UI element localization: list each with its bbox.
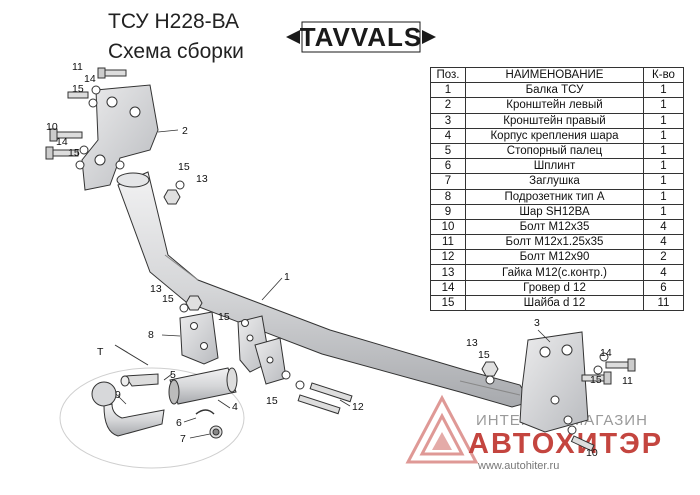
bolt-group-right xyxy=(570,358,636,452)
callout-9: 9 xyxy=(115,389,121,401)
watermark-line2: АВТОХИТЭР xyxy=(468,428,664,460)
callout-11: 11 xyxy=(72,61,83,73)
callout-4: 4 xyxy=(232,401,238,413)
callout-13a: 13 xyxy=(196,173,208,185)
callout-10c: 10 xyxy=(586,447,598,459)
col-name: НАИМЕНОВАНИЕ xyxy=(465,66,644,84)
center-bracket xyxy=(237,315,287,385)
callout-7: 7 xyxy=(180,433,186,445)
cell-qty: 4 xyxy=(643,264,684,281)
long-bolts xyxy=(297,382,353,415)
cell-name: Болт М12х35 xyxy=(465,218,644,236)
tow-beam xyxy=(116,171,531,408)
callout-11b: 11 xyxy=(622,375,633,387)
ball-mount-group xyxy=(59,344,245,469)
callout-T: Т xyxy=(97,346,104,358)
cell-name: Шар SH12ВА xyxy=(465,203,644,220)
cell-name: Стопорный палец xyxy=(465,142,644,160)
callout-14b: 14 xyxy=(56,136,68,148)
bolt-group-top-left xyxy=(45,67,127,170)
callout-3: 3 xyxy=(534,317,540,329)
callout-15: 15 xyxy=(72,83,84,95)
callout-2: 2 xyxy=(182,125,188,137)
svg-text:TAVVALS: TAVVALS xyxy=(300,22,423,52)
model-title: ТСУ Н228-ВА xyxy=(108,10,239,33)
cell-name: Болт М12х90 xyxy=(465,249,644,266)
cell-pos: 13 xyxy=(430,264,466,281)
cell-name: Шайба d 12 xyxy=(465,294,644,312)
callout-13c: 13 xyxy=(466,337,478,349)
diagram-subtitle: Схема сборки xyxy=(108,40,244,63)
callout-5: 5 xyxy=(170,369,176,381)
callout-15d: 15 xyxy=(162,293,174,305)
cell-qty: 11 xyxy=(643,294,684,312)
callout-6: 6 xyxy=(176,417,182,429)
watermark-logo-icon xyxy=(405,394,479,464)
callout-12: 12 xyxy=(352,401,364,413)
watermark-url: www.autohiter.ru xyxy=(478,460,560,472)
callout-1: 1 xyxy=(284,271,290,283)
nut-group xyxy=(163,180,609,435)
callout-14: 14 xyxy=(84,73,96,85)
left-bracket xyxy=(81,84,159,191)
callout-14c: 14 xyxy=(600,347,612,359)
callout-15c: 15 xyxy=(178,161,190,173)
brand-logo: TAVVALS xyxy=(286,20,436,54)
cell-name: Кронштейн правый xyxy=(465,112,644,129)
callout-15g: 15 xyxy=(478,349,490,361)
socket-plate xyxy=(179,311,219,365)
callout-15b: 15 xyxy=(68,147,80,159)
callout-13b: 13 xyxy=(150,283,162,295)
callout-15f: 15 xyxy=(266,395,278,407)
parts-table-header: Поз. НАИМЕНОВАНИЕ К-во xyxy=(430,66,684,84)
callout-8: 8 xyxy=(148,329,154,341)
callout-10: 10 xyxy=(46,121,58,133)
callout-15e: 15 xyxy=(218,311,230,323)
cell-name: Подрозетник тип А xyxy=(465,188,644,205)
right-bracket xyxy=(519,331,589,433)
callout-labels: 11 14 15 10 14 15 2 15 13 1 13 15 8 15 Т… xyxy=(46,61,633,459)
leader-lines xyxy=(117,129,551,439)
callout-15h: 15 xyxy=(590,374,602,386)
